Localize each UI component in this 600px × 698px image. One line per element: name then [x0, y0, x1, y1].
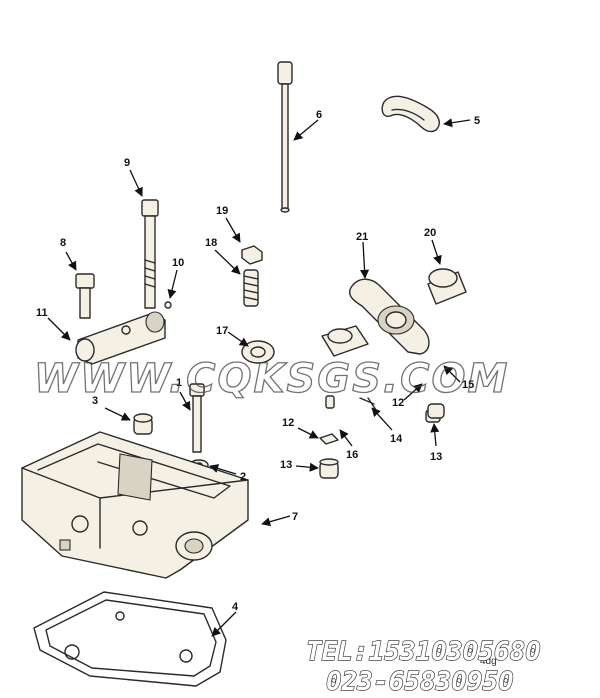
leader-21 — [360, 241, 370, 279]
leader-15 — [443, 365, 461, 383]
callout-15: 15 — [462, 379, 474, 391]
callout-17: 17 — [216, 325, 228, 337]
callout-16: 16 — [346, 449, 358, 461]
rocker-lever-part — [348, 278, 430, 355]
leader-20 — [431, 239, 442, 265]
callout-12b: 12 — [392, 397, 404, 409]
leader-11 — [47, 317, 71, 341]
roller-part — [241, 340, 275, 364]
leader-9 — [129, 169, 143, 197]
head-gasket-part — [33, 591, 227, 687]
callout-5: 5 — [474, 115, 480, 127]
rocker-bushing-part — [427, 268, 467, 305]
head-bolt-part — [189, 383, 205, 453]
leader-1 — [179, 391, 191, 411]
callout-21: 21 — [356, 231, 368, 243]
crosshead-part — [321, 325, 369, 409]
leader-16 — [339, 429, 353, 447]
leader-17 — [227, 331, 249, 347]
short-bolt-part — [75, 273, 95, 319]
callout-8: 8 — [60, 237, 66, 249]
callout-14: 14 — [390, 433, 403, 445]
rocker-cap-part — [381, 95, 440, 133]
push-rod-part — [277, 61, 293, 213]
leader-6 — [293, 119, 319, 141]
leader-14 — [371, 407, 393, 431]
leader-12a — [297, 427, 319, 439]
leader-13b — [430, 423, 440, 447]
callout-3: 3 — [92, 395, 98, 407]
callout-13a: 13 — [280, 459, 292, 471]
callout-4: 4 — [232, 601, 239, 613]
callout-10: 10 — [172, 257, 184, 269]
contact-phone: 023-65830950 — [326, 667, 514, 697]
callout-2: 2 — [240, 471, 246, 483]
callout-20: 20 — [424, 227, 436, 239]
leader-8 — [65, 251, 77, 271]
callout-19: 19 — [216, 205, 228, 217]
leader-2 — [209, 464, 237, 475]
dowel-pin-part — [164, 301, 172, 309]
seal-ring-part — [319, 409, 441, 445]
callout-1: 1 — [176, 377, 182, 389]
long-bolt-part — [141, 199, 159, 309]
cylinder-head-part — [21, 431, 249, 579]
leader-5 — [443, 118, 471, 128]
leader-18 — [214, 249, 241, 275]
leader-19 — [225, 217, 241, 243]
valve-cap-part — [319, 403, 445, 479]
callout-12a: 12 — [282, 417, 294, 429]
leader-12b — [403, 383, 423, 401]
callout-labels: 6 5 9 19 18 8 10 11 21 20 17 15 12 14 12… — [36, 109, 480, 613]
rocker-shaft-part — [75, 311, 166, 365]
leader-7 — [261, 515, 291, 527]
callout-6: 6 — [316, 109, 322, 121]
contact-tel: TEL:15310305680 — [306, 637, 541, 667]
watermark-text: WWW.CQKSGS.COM — [34, 356, 509, 402]
callout-11: 11 — [36, 307, 48, 319]
lock-nut-part — [241, 245, 263, 265]
drawing-number: 4dg — [480, 656, 497, 667]
callout-9: 9 — [124, 157, 130, 169]
callout-13b: 13 — [430, 451, 442, 463]
callout-7: 7 — [292, 511, 298, 523]
leader-13a — [295, 462, 319, 472]
leader-3 — [104, 407, 131, 421]
leader-10 — [167, 269, 178, 299]
leader-4 — [211, 611, 237, 637]
leader-lines — [47, 118, 471, 637]
expansion-plug-part — [133, 413, 153, 435]
adjusting-screw-part — [243, 269, 259, 307]
callout-18: 18 — [205, 237, 217, 249]
